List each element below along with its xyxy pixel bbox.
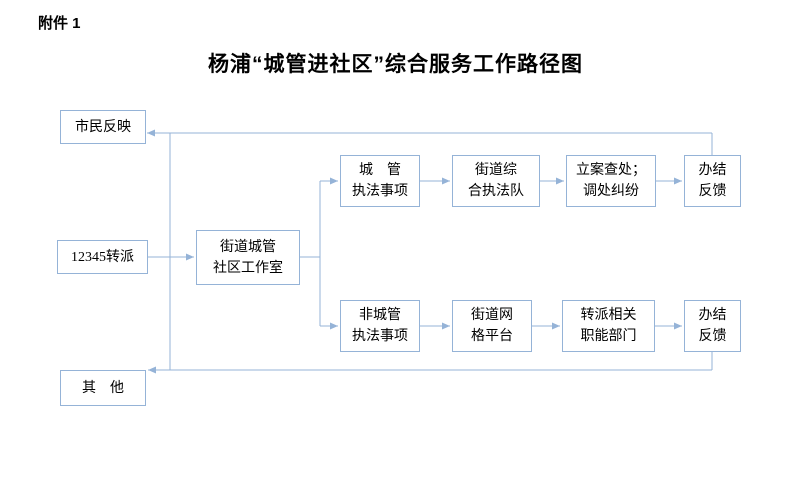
node-label: 反馈 xyxy=(698,329,727,344)
attachment-label: 附件 1 xyxy=(38,15,81,32)
node-label: 反馈 xyxy=(698,184,727,199)
node-label: 街道城管 xyxy=(220,239,276,255)
node-label: 调处纠纷 xyxy=(583,184,639,199)
node-label: 转派相关 xyxy=(580,308,637,323)
node-citizen-feedback: 市民反映 xyxy=(60,110,146,144)
node-street-workshop: 街道城管 社区工作室 xyxy=(196,230,300,285)
node-label: 办结 xyxy=(698,163,727,178)
node-chengguan-matters: 城 管 执法事项 xyxy=(340,155,420,207)
node-label: 市民反映 xyxy=(75,119,131,135)
node-label: 街道网 xyxy=(471,308,513,323)
page-title: 杨浦“城管进社区”综合服务工作路径图 xyxy=(208,53,583,76)
node-feedback-top: 办结 反馈 xyxy=(684,155,741,207)
node-label: 合执法队 xyxy=(468,184,524,199)
node-label: 职能部门 xyxy=(580,329,637,344)
node-label: 12345转派 xyxy=(71,249,134,265)
node-label: 格平台 xyxy=(471,329,513,344)
node-other: 其 他 xyxy=(60,370,146,406)
node-label: 办结 xyxy=(698,308,727,323)
node-label: 执法事项 xyxy=(352,184,408,199)
node-12345-transfer: 12345转派 xyxy=(57,240,148,274)
node-label: 非城管 xyxy=(359,308,401,323)
node-non-chengguan-matters: 非城管 执法事项 xyxy=(340,300,420,352)
node-enforcement-team: 街道综 合执法队 xyxy=(452,155,540,207)
node-transfer-departments: 转派相关 职能部门 xyxy=(562,300,655,352)
node-case-handling: 立案查处； 调处纠纷 xyxy=(566,155,656,207)
node-label: 社区工作室 xyxy=(213,260,283,276)
node-label: 城 管 xyxy=(359,163,401,178)
node-grid-platform: 街道网 格平台 xyxy=(452,300,532,352)
node-label: 执法事项 xyxy=(352,329,408,344)
node-label: 其 他 xyxy=(82,380,124,396)
node-feedback-bottom: 办结 反馈 xyxy=(684,300,741,352)
node-label: 街道综 xyxy=(475,163,517,178)
node-label: 立案查处； xyxy=(576,163,646,178)
